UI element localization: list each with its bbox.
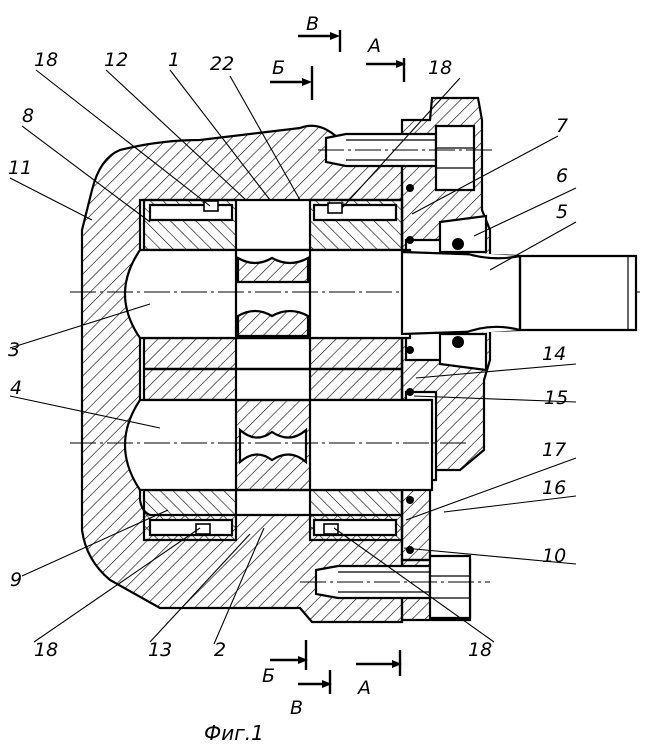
label-7: 7 [556, 115, 568, 137]
label-11: 11 [8, 157, 32, 179]
label-8: 8 [22, 105, 34, 127]
section-letter-a-top: А [366, 35, 381, 57]
label-1: 1 [168, 49, 180, 71]
label-16: 16 [542, 477, 566, 499]
label-18-bottom-left: 18 [34, 639, 58, 661]
section-letter-b-top: Б [272, 57, 285, 79]
section-letter-b-bottom: Б [262, 665, 275, 687]
label-4: 4 [10, 377, 22, 399]
label-10: 10 [542, 545, 566, 567]
label-18-top-right: 18 [428, 57, 452, 79]
label-9: 9 [10, 569, 22, 591]
label-6: 6 [556, 165, 568, 187]
label-3: 3 [8, 339, 20, 361]
label-2: 2 [214, 639, 226, 661]
label-15: 15 [544, 387, 568, 409]
label-14: 14 [542, 343, 566, 365]
label-18-top-left: 18 [34, 49, 58, 71]
section-letter-v-bottom: В [290, 697, 303, 719]
section-letter-a-bottom: А [356, 677, 371, 699]
label-18-bottom-right: 18 [468, 639, 492, 661]
label-22: 22 [210, 53, 234, 75]
output-shaft [402, 252, 636, 334]
label-12: 12 [104, 49, 128, 71]
label-5: 5 [556, 201, 568, 223]
label-13: 13 [148, 639, 172, 661]
figure-caption: Фиг.1 [204, 721, 264, 745]
label-17: 17 [542, 439, 566, 461]
section-letter-v-top: В [306, 13, 319, 35]
